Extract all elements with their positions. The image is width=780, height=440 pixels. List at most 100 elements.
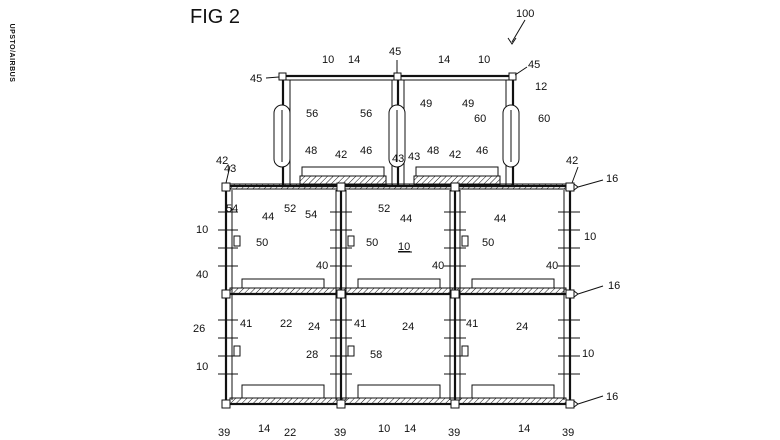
- reference-numeral: 14: [404, 423, 416, 435]
- reference-numeral: 10: [322, 54, 334, 66]
- reference-numeral: 10: [196, 361, 208, 373]
- reference-numeral: 44: [494, 213, 506, 225]
- reference-numeral: 10: [582, 348, 594, 360]
- reference-numeral: 45: [528, 59, 540, 71]
- connector-block: [347, 345, 355, 357]
- reference-numeral: 10: [478, 54, 490, 66]
- connector-block: [461, 235, 469, 247]
- reference-numeral: 24: [308, 321, 320, 333]
- corner-node: [221, 399, 231, 409]
- reference-numeral: 40: [546, 260, 558, 272]
- cargo-box: [357, 384, 441, 399]
- reference-numeral: 58: [370, 349, 382, 361]
- reference-numeral: 52: [378, 203, 390, 215]
- reference-numeral: 10: [196, 224, 208, 236]
- reference-numeral: 56: [360, 108, 372, 120]
- corner-node: [336, 289, 346, 299]
- reference-numeral: 49: [462, 98, 474, 110]
- cargo-box: [241, 384, 325, 399]
- reference-numeral: 45: [389, 46, 401, 58]
- reference-numeral: 22: [280, 318, 292, 330]
- reference-numeral: 16: [606, 173, 618, 185]
- reference-numeral: 44: [400, 213, 412, 225]
- reference-numeral: 43: [224, 163, 236, 175]
- reference-numeral: 42: [449, 149, 461, 161]
- reference-numeral: 42: [335, 149, 347, 161]
- ladder-rungs: [218, 211, 580, 375]
- corner-node: [508, 72, 517, 81]
- reference-numeral: 54: [226, 203, 238, 215]
- reference-numeral: 24: [516, 321, 528, 333]
- corner-node: [565, 399, 575, 409]
- cargo-box: [301, 166, 385, 177]
- corner-node: [450, 289, 460, 299]
- reference-numeral: 40: [316, 260, 328, 272]
- connector-block: [461, 345, 469, 357]
- reference-numeral: 12: [535, 81, 547, 93]
- reference-numeral: 10: [398, 241, 410, 253]
- cargo-box: [415, 166, 499, 177]
- corner-node: [565, 182, 575, 192]
- reference-numeral: 100: [516, 8, 534, 20]
- reference-numeral: 44: [262, 211, 274, 223]
- reference-numeral: 43: [392, 153, 404, 165]
- reference-numeral: 40: [432, 260, 444, 272]
- reference-numeral: 60: [474, 113, 486, 125]
- connector-block: [233, 345, 241, 357]
- connector-block: [347, 235, 355, 247]
- deck-hatch: [229, 397, 567, 405]
- reference-numeral: 50: [482, 237, 494, 249]
- reference-numeral: 14: [348, 54, 360, 66]
- corner-node: [450, 182, 460, 192]
- reference-numeral: 14: [258, 423, 270, 435]
- reference-numeral: 42: [216, 155, 228, 167]
- reference-numeral: 45: [250, 73, 262, 85]
- reference-numeral: 43: [408, 151, 420, 163]
- deck-hatch: [229, 183, 567, 190]
- reference-numeral: 54: [305, 209, 317, 221]
- reference-numeral: 26: [193, 323, 205, 335]
- reference-numeral: 41: [240, 318, 252, 330]
- reference-numeral: 39: [218, 427, 230, 439]
- reference-numeral: 56: [306, 108, 318, 120]
- upper-frame: [273, 72, 520, 188]
- reference-numeral: 24: [402, 321, 414, 333]
- corner-node: [221, 182, 231, 192]
- corner-node: [393, 72, 402, 81]
- reference-numeral: 39: [334, 427, 346, 439]
- reference-numeral: 10: [584, 231, 596, 243]
- corner-node: [336, 182, 346, 192]
- reference-numeral: 28: [306, 349, 318, 361]
- reference-numeral: 14: [518, 423, 530, 435]
- reference-numeral: 46: [360, 145, 372, 157]
- reference-numeral: 60: [538, 113, 550, 125]
- reference-numeral: 42: [566, 155, 578, 167]
- reference-numeral: 41: [466, 318, 478, 330]
- reference-numeral: 52: [284, 203, 296, 215]
- cargo-box: [471, 384, 555, 399]
- corner-node: [278, 72, 287, 81]
- corner-node: [336, 399, 346, 409]
- reference-numeral: 10: [378, 423, 390, 435]
- reference-numeral: 16: [608, 280, 620, 292]
- connector-block: [233, 235, 241, 247]
- reference-numeral: 50: [256, 237, 268, 249]
- cargo-box: [471, 278, 555, 289]
- reference-numeral: 39: [562, 427, 574, 439]
- corner-node: [565, 289, 575, 299]
- reference-numeral: 22: [284, 427, 296, 439]
- corner-node: [450, 399, 460, 409]
- cargo-box: [241, 278, 325, 289]
- reference-numeral: 39: [448, 427, 460, 439]
- deck-hatch: [229, 287, 567, 295]
- reference-numeral: 14: [438, 54, 450, 66]
- reference-numeral: 48: [427, 145, 439, 157]
- corner-node: [221, 289, 231, 299]
- cargo-box: [357, 278, 441, 289]
- reference-numeral: 41: [354, 318, 366, 330]
- reference-numeral: 50: [366, 237, 378, 249]
- reference-numeral: 40: [196, 269, 208, 281]
- figure-title: FIG 2: [190, 6, 241, 28]
- reference-numeral: 49: [420, 98, 432, 110]
